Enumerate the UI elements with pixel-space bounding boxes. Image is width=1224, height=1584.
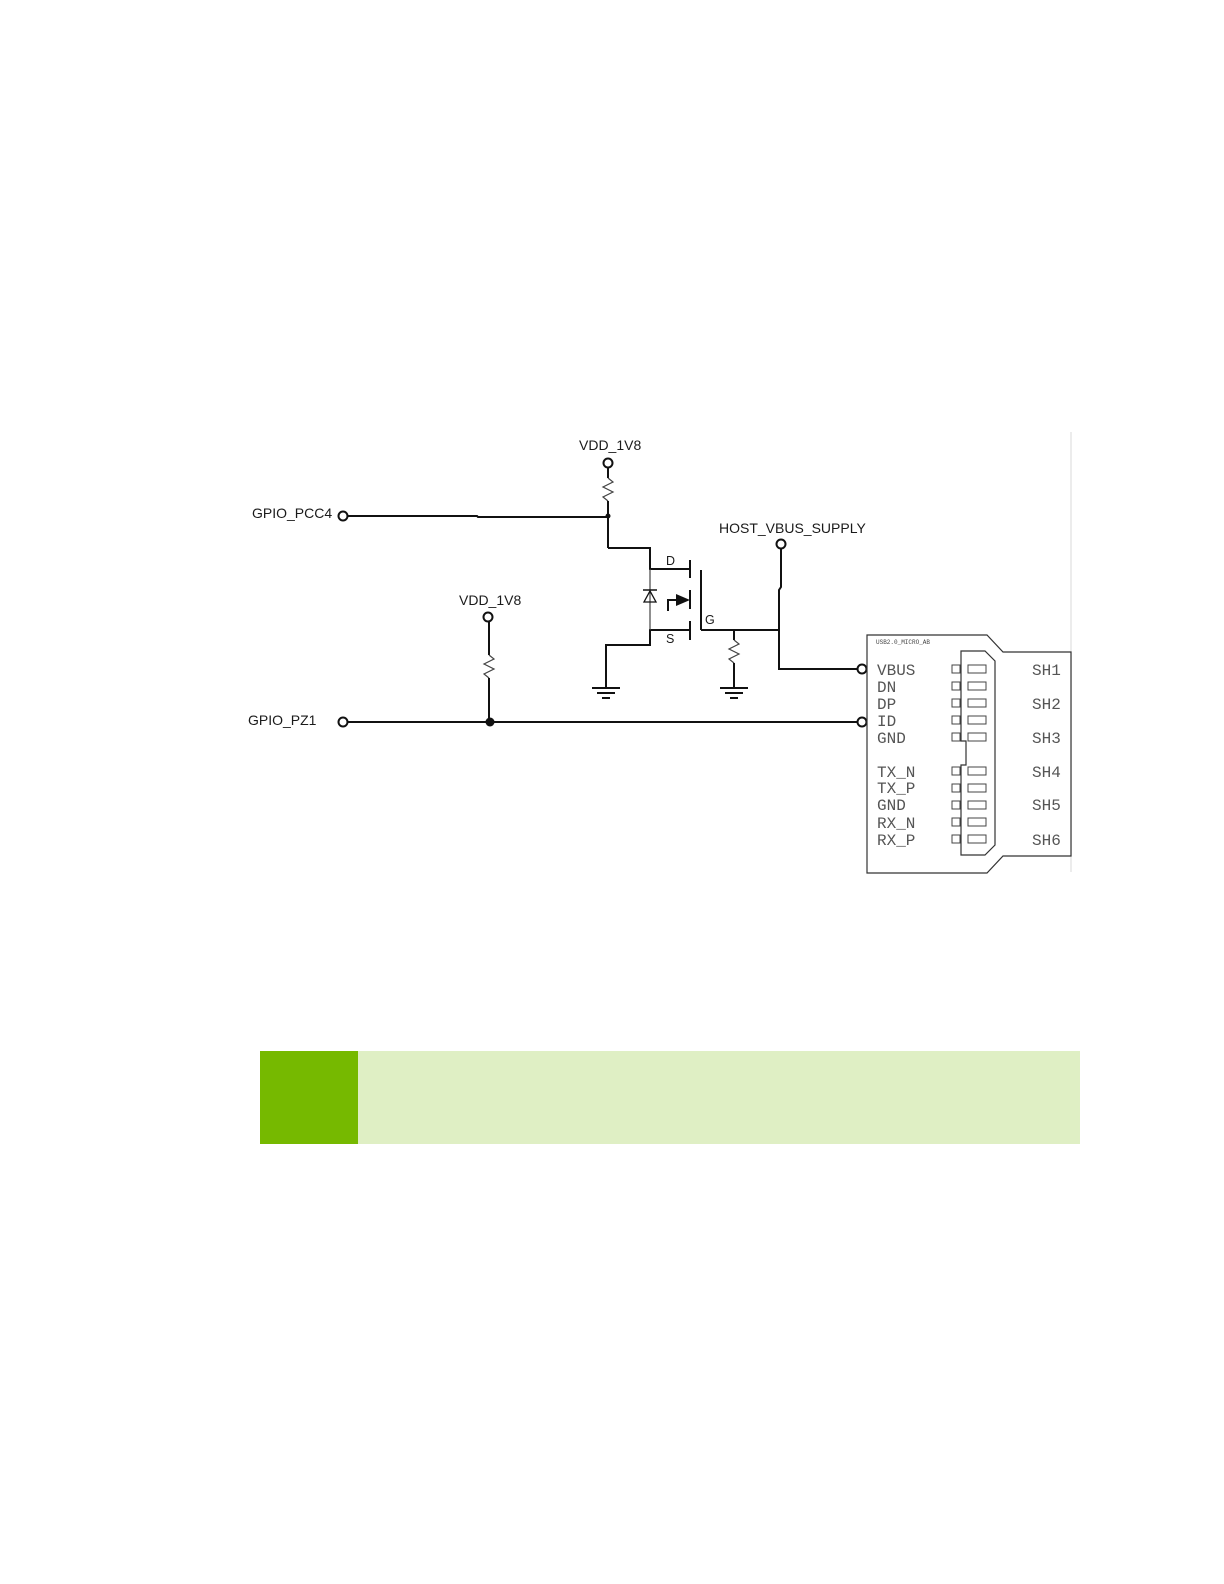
pin-label-rx-n: RX_N bbox=[877, 815, 915, 833]
note-accent-bar bbox=[260, 1051, 358, 1144]
gate-pulldown-resistor bbox=[720, 630, 748, 698]
pullup-resistor-left bbox=[484, 613, 495, 722]
shield-label-sh2: SH2 bbox=[1032, 696, 1061, 714]
shield-label-sh1: SH1 bbox=[1032, 662, 1061, 680]
pin-label-gnd: GND bbox=[877, 730, 906, 748]
shield-label-sh4: SH4 bbox=[1032, 764, 1061, 782]
pin-label-id: ID bbox=[877, 713, 896, 731]
vdd-1v8-top-label: VDD_1V8 bbox=[579, 437, 641, 453]
gpio-pcc4-label: GPIO_PCC4 bbox=[252, 505, 332, 521]
note-box bbox=[358, 1051, 1080, 1144]
connector-title: USB2.0_MICRO_AB bbox=[876, 639, 930, 646]
mosfet-source-label: S bbox=[666, 632, 674, 646]
pin-label-vbus: VBUS bbox=[877, 662, 915, 680]
pin-label-gnd-2: GND bbox=[877, 797, 906, 815]
gpio-pz1-net bbox=[339, 718, 867, 727]
usb-vbus-schematic: VDD_1V8 GPIO_PCC4 HOST_VBUS_SUPPLY VDD_1… bbox=[0, 0, 1224, 1000]
usb-micro-ab-connector: USB2.0_MICRO_AB VBUS DN DP ID GND TX_N T… bbox=[867, 635, 1071, 873]
pullup-resistor-top bbox=[603, 459, 613, 549]
pin-label-tx-p: TX_P bbox=[877, 780, 915, 798]
mosfet-drain-label: D bbox=[666, 554, 675, 568]
shield-label-sh6: SH6 bbox=[1032, 832, 1061, 850]
vdd-1v8-left-label: VDD_1V8 bbox=[459, 592, 521, 608]
host-vbus-supply-label: HOST_VBUS_SUPPLY bbox=[719, 520, 866, 536]
pin-label-dn: DN bbox=[877, 679, 896, 697]
mosfet-gate-label: G bbox=[705, 613, 715, 627]
shield-label-sh3: SH3 bbox=[1032, 730, 1061, 748]
gpio-pcc4-net bbox=[339, 512, 609, 521]
gpio-pz1-label: GPIO_PZ1 bbox=[248, 712, 317, 728]
mosfet-transistor: D S G bbox=[606, 548, 779, 688]
ground-symbol-source bbox=[592, 688, 620, 698]
host-vbus-net bbox=[777, 540, 867, 674]
pin-label-rx-p: RX_P bbox=[877, 832, 915, 850]
pin-label-dp: DP bbox=[877, 696, 896, 714]
shield-label-sh5: SH5 bbox=[1032, 797, 1061, 815]
